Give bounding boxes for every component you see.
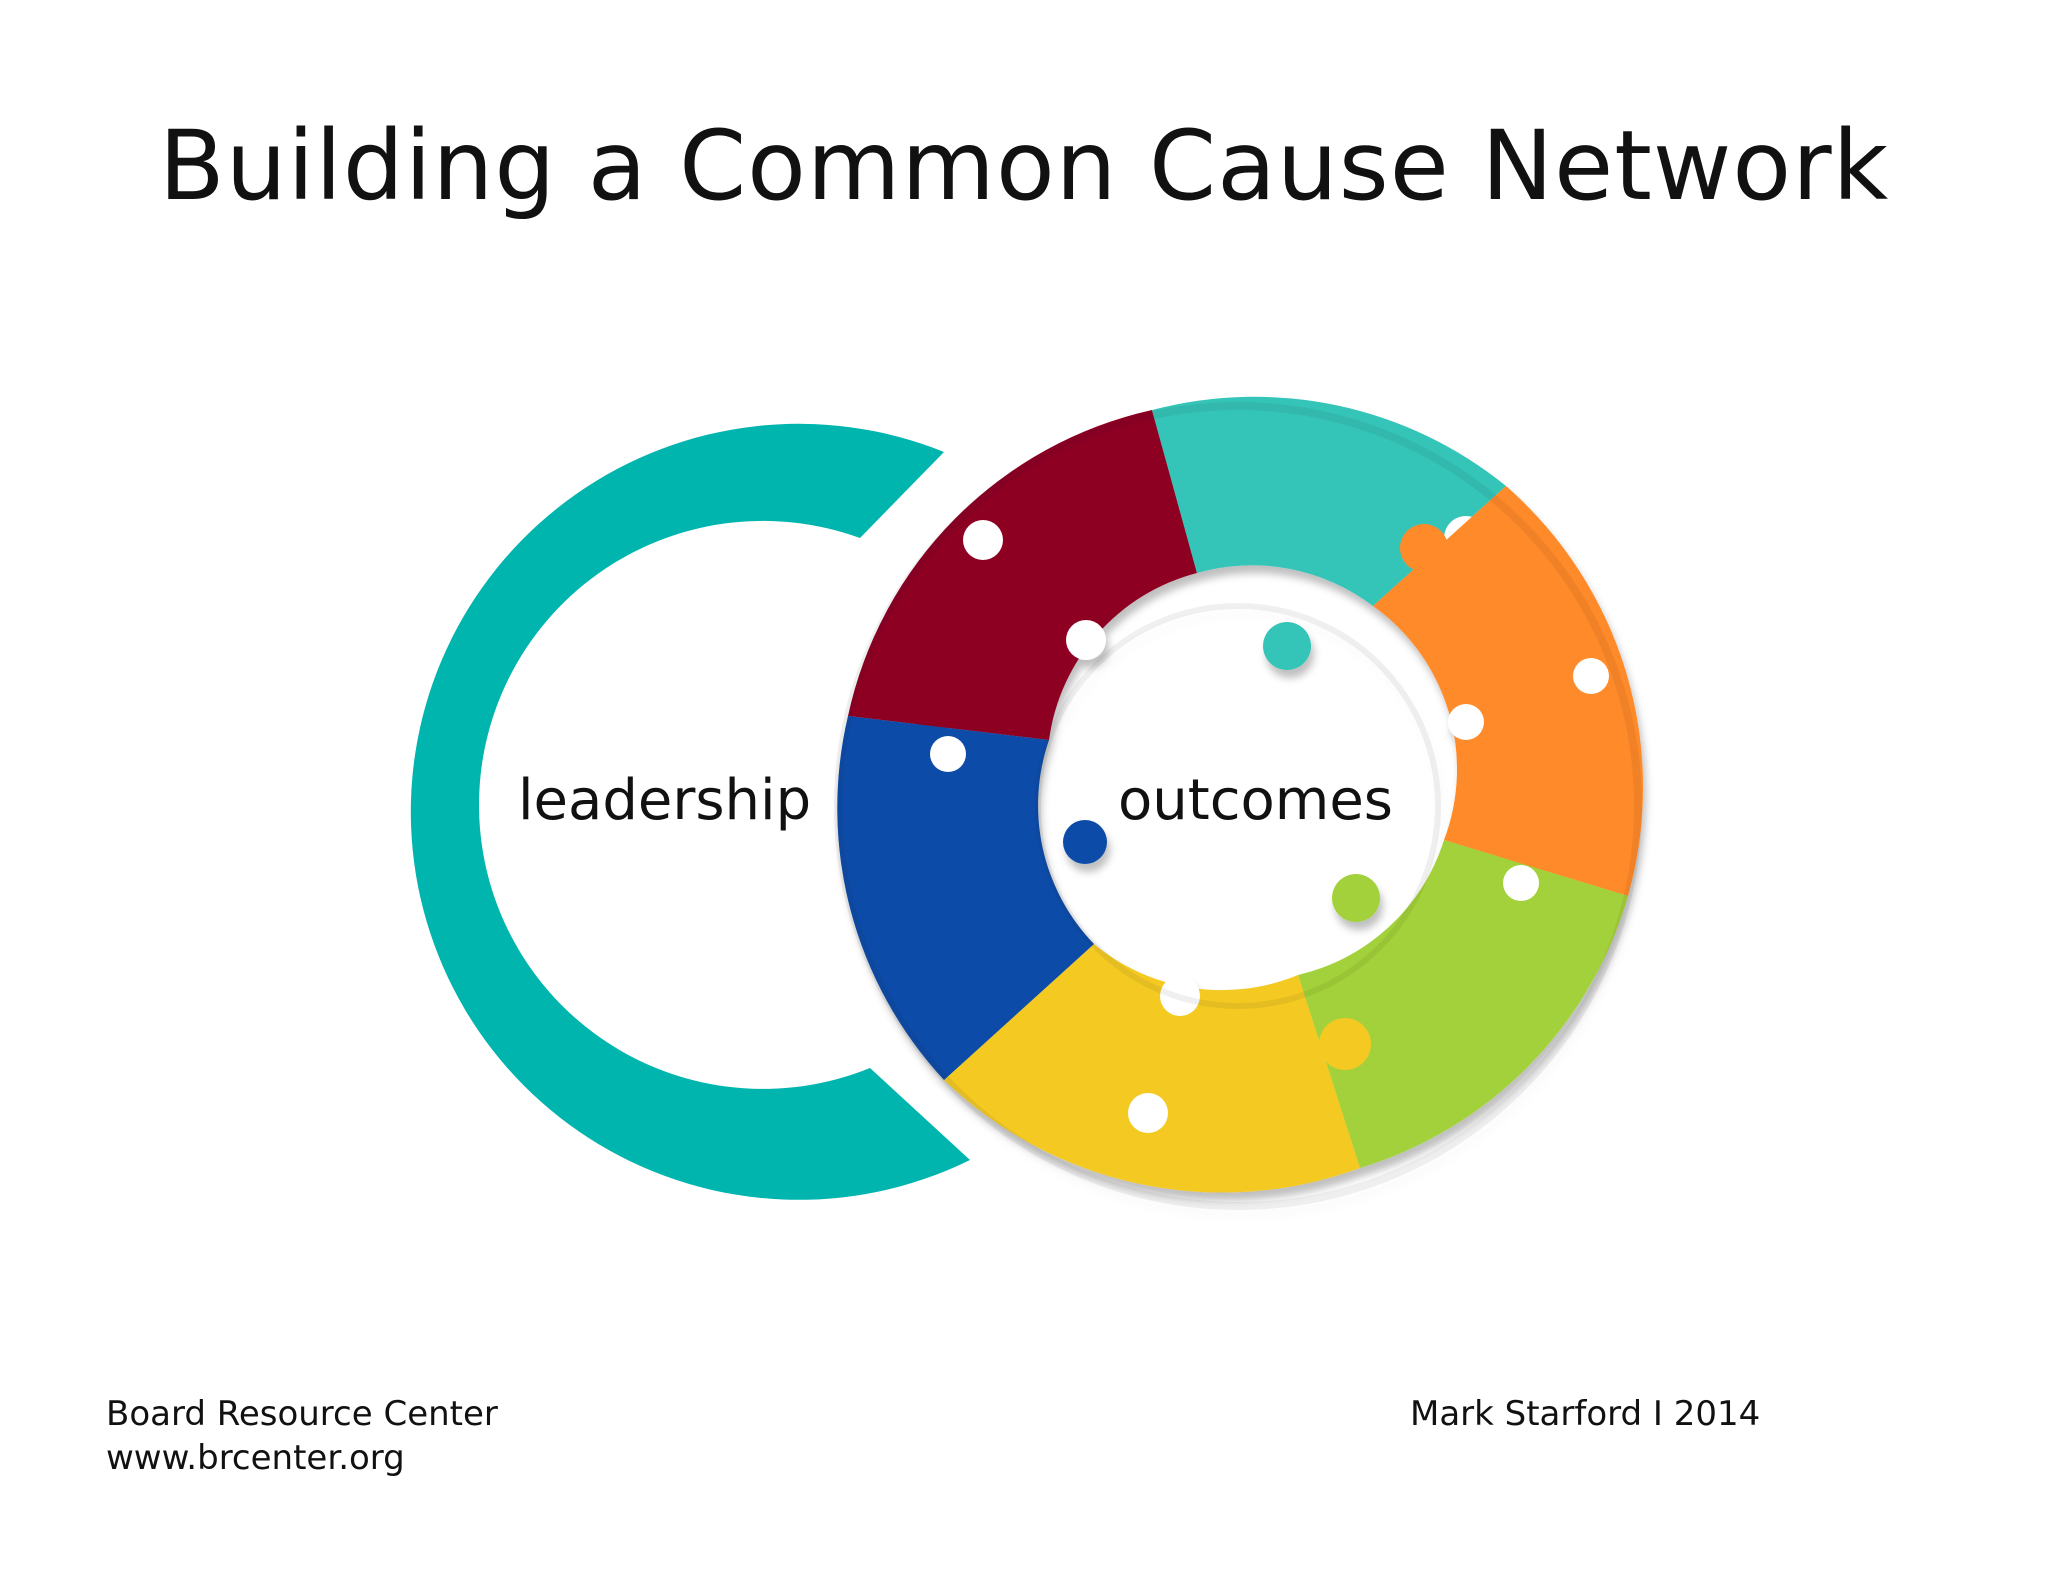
puzzle-ring-icon xyxy=(834,396,1644,1210)
puzzle-tab-yellow xyxy=(1319,1018,1371,1070)
footer-left: Board Resource Center www.brcenter.org xyxy=(106,1392,498,1480)
puzzle-notch-orange xyxy=(1573,658,1609,694)
organization-name: Board Resource Center xyxy=(106,1394,498,1434)
leadership-label: leadership xyxy=(518,768,812,833)
puzzle-ring-inner-outline xyxy=(1035,603,1441,1009)
footer-right: Mark Starford I 2014 xyxy=(1410,1392,1760,1436)
puzzle-tab-teal xyxy=(1263,622,1311,670)
puzzle-ring-outline xyxy=(834,402,1642,1210)
puzzle-notch-green xyxy=(1503,865,1539,901)
page-title: Building a Common Cause Network xyxy=(158,110,1890,222)
puzzle-tab-blue xyxy=(1063,820,1107,864)
puzzle-piece-green xyxy=(1298,840,1628,1168)
puzzle-tab-orange xyxy=(1400,524,1448,572)
outcomes-label: outcomes xyxy=(1118,768,1393,833)
puzzle-notch-red-2 xyxy=(1066,620,1106,660)
puzzle-piece-red xyxy=(848,410,1197,740)
puzzle-notch-blue xyxy=(930,736,966,772)
credit-line: Mark Starford I 2014 xyxy=(1410,1394,1761,1434)
website-link[interactable]: www.brcenter.org xyxy=(106,1438,405,1478)
puzzle-notch-red xyxy=(963,520,1003,560)
puzzle-tab-green xyxy=(1332,874,1380,922)
puzzle-piece-blue xyxy=(837,716,1094,1080)
puzzle-notch-yellow-2 xyxy=(1128,1093,1168,1133)
puzzle-notch-orange-2 xyxy=(1448,704,1484,740)
c-ring-icon xyxy=(410,423,970,1200)
